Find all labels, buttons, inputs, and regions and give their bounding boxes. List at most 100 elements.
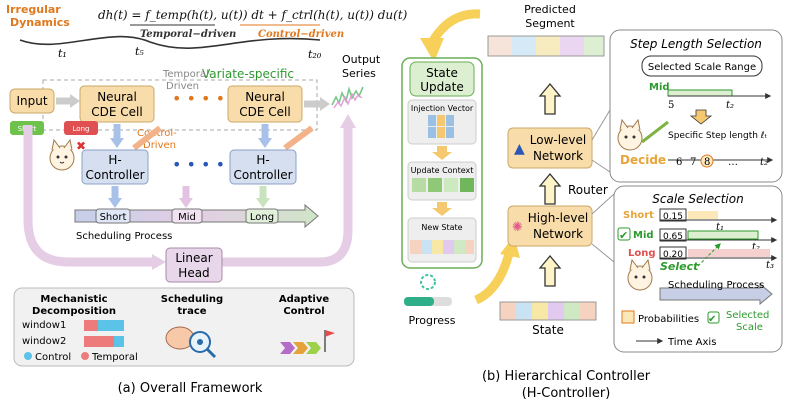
selected-scale-label: Selected [726,310,769,321]
loop-arrow-top-head [420,38,444,62]
mid-range-bar [667,89,733,97]
control-driven-label: Control−driven [258,29,344,40]
selected-scale-check [707,311,720,324]
cat-icon [627,258,653,291]
brain-magnifier-icon [165,326,217,359]
cross-icon: ✖ [76,139,86,153]
prob-legend-swatch [621,310,635,324]
controller-dots-blue: • • • • • [172,155,240,174]
legend-temporal-label: Temporal [91,352,138,363]
high-level-label-2: Network [533,227,583,241]
panel-overall-framework: Irregular Dynamics dh(t) = f_temp(h(t), … [6,3,408,396]
cde-cell-2-label-2: CDE Cell [239,105,290,119]
loop-arrow-left-head [152,254,166,270]
h-controller-1-label-2: Controller [85,168,144,182]
update-context-cells [412,178,474,192]
mid-selected-check [617,227,631,241]
injection-to-context-arrow [432,146,452,160]
scale-selection-panel [613,185,783,353]
probabilities-label: Probabilities [638,314,699,325]
controller1-to-cell-arrow [132,125,162,151]
panel-hierarchical-controller: State Update Injection Vector Update Con… [401,3,783,401]
selected-step-marker [700,154,714,168]
irregular-dynamics-label-2: Dynamics [10,16,70,29]
router-label: Router [568,183,608,197]
down-arrow-step [689,109,713,125]
low-level-network-box [507,127,593,169]
step-end-t2: t₂ [760,157,768,168]
short-end-t1: t₁ [716,222,724,233]
step-length-title: Step Length Selection [630,37,762,51]
scale-scheduling-bar [659,282,773,306]
mid-range-bar-scale [687,230,759,240]
irregular-dynamics-label: Irregular [6,3,61,16]
specific-step-label: Specific Step length ℓₜ [668,131,768,141]
low-level-label: Low-level [530,133,587,147]
input-arrow-head [70,94,80,108]
temporal-driven-label: Temporal−driven [140,29,236,40]
legend-temporal-dot [81,352,89,360]
window1-temporal-bar [84,320,98,331]
step-tick-6: 6 [676,157,682,168]
loop-arrow-right-head [340,114,356,128]
up-arrow-bottom [538,254,562,287]
select-pointer [697,243,721,267]
predicted-segment-label: Predicted [524,3,576,16]
cde-cell-1-label: Neural [97,90,137,104]
loop-arrow-left [23,125,155,267]
context-to-state-arrow [432,202,452,216]
predicted-segment-label-2: Segment [525,17,575,30]
injection-vector-label: Injection Vector [411,104,474,113]
long-row-label: Long [628,248,656,259]
high-level-label: High-level [528,211,588,225]
arrow-steps-icon [280,330,335,354]
long-range-bar [688,249,770,257]
long-badge-label: Long [73,125,90,133]
variate-specific-label: Variate-specific [202,67,294,81]
mid-start-5: 5 [668,100,674,111]
long-chip-label: Long [250,212,274,223]
progress-to-highlevel-arrow [474,248,515,305]
time-axis-label: Time Axis [667,337,716,348]
up-arrow-middle [538,172,562,205]
long-end-t3: t₃ [766,260,774,271]
controller-to-short-head [108,198,122,208]
window2-temporal-bar [84,336,114,347]
state-strip [499,301,597,321]
t20-label: t₂₀ [308,48,322,61]
decide-label: Decide [620,153,666,167]
mid-check-icon: ✔ [619,229,628,242]
connector-high-scale-2 [591,243,615,263]
mid-label: Mid [649,82,670,93]
progress-spinner-icon [420,274,436,290]
mechanistic-label-2: Decomposition [32,306,116,317]
long-prob-value: 0.20 [663,250,683,260]
cde-cell-2 [227,85,303,123]
window1-label: window1 [22,320,66,331]
mid-row-label: Mid [633,230,654,241]
mid-end-t2-scale: t₂ [752,242,760,253]
loop-arrow-right [222,125,353,267]
control-driven-note-2: Driven [143,140,176,151]
caption-b-2: (H-Controller) [522,386,611,401]
high-level-network-box [507,205,593,247]
long-badge [64,121,98,135]
selected-scale-range-label: Selected Scale Range [648,62,756,73]
selected-scale-check-icon: ✔ [708,314,716,325]
connector-low-step-2 [591,159,611,173]
short-row-label: Short [623,210,654,221]
long-prob-box [659,246,687,260]
connector-low-step [591,109,611,141]
step-tick-8: 8 [704,157,710,168]
progress-label: Progress [409,314,456,327]
linear-head-label: Linear [175,251,212,265]
progress-bar-fill [404,297,434,306]
dynamics-curve [19,35,321,49]
scheduling-trace-label: Scheduling [161,294,223,305]
connector-high-scale [591,193,615,215]
cell-to-output-head [320,97,330,111]
predicted-segment-strip [487,35,605,57]
caption-a: (a) Overall Framework [118,381,263,396]
cat-icon [617,118,669,151]
